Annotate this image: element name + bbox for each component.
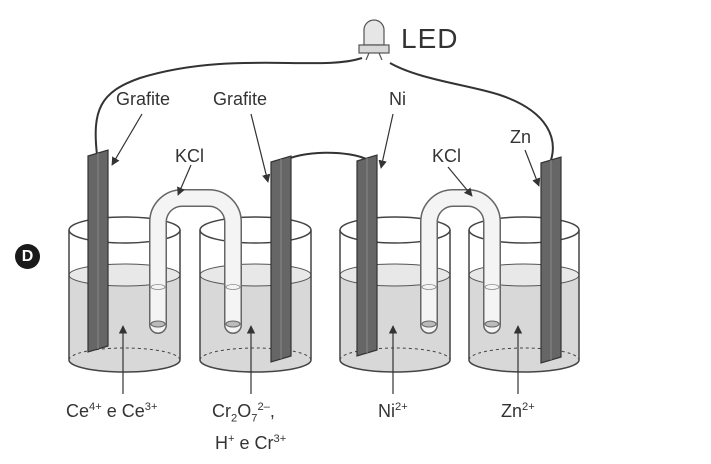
salt-bridge-2 [420,189,501,334]
wire-right [389,62,554,161]
pointer-grafite-2 [250,113,271,183]
option-letter-badge: D [15,244,40,269]
wire-middle [281,151,369,163]
label-zn: Zn [510,127,532,147]
electrode-graphite-1 [87,149,109,353]
electrode-graphite-2 [270,155,292,363]
electrode-zinc [540,156,562,364]
label-kcl-1: KCl [175,146,205,166]
led-icon [358,19,390,61]
pointer-zn [524,149,541,187]
electrode-nickel [356,154,378,357]
label-grafite-1: Grafite [116,89,171,109]
pointer-kcl-2 [447,166,473,197]
pointer-kcl-1 [177,164,192,196]
pointer-ni [378,113,394,169]
label-ni: Ni [389,89,406,109]
pointer-grafite-1 [111,113,143,166]
label-solution-zn: Zn2+ [501,401,535,421]
label-solution-ce: Ce4+ e Ce3+ [66,401,158,421]
wire-left [94,57,363,156]
beaker-2 [199,216,312,373]
label-solution-ni: Ni2+ [378,401,408,421]
led-label: LED [401,23,459,54]
label-grafite-2: Grafite [213,89,268,109]
salt-bridge-1 [149,189,242,334]
label-kcl-2: KCl [432,146,462,166]
label-solution-dichromate-line2: H+ e Cr3+ [215,433,287,453]
label-solution-dichromate-line1: Cr2O72–, [212,401,275,425]
